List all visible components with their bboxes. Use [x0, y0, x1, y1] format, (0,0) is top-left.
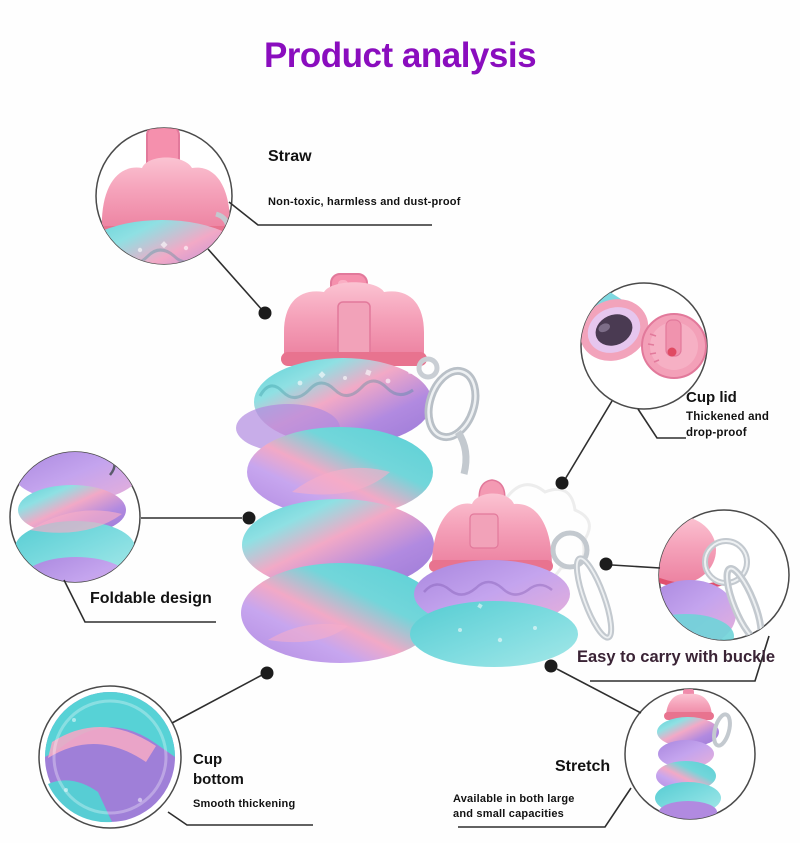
pink-streak	[268, 623, 348, 643]
buckle-label-line	[590, 635, 770, 682]
carry-buckle-label: Easy to carry with buckle	[577, 648, 776, 666]
foldable-inset	[9, 451, 141, 583]
cup-lid-label-line	[637, 408, 686, 439]
folded-sprinkles	[458, 603, 537, 643]
buckle-icon	[550, 530, 615, 641]
cup-lid-label: Cup lid	[686, 389, 737, 406]
cup-bottom-label: Cup bottom	[193, 751, 244, 789]
main-bottle-photo	[236, 273, 480, 663]
cup-bottom-pointer-line	[171, 674, 263, 724]
lid-latch	[337, 301, 371, 357]
cup-lid-pointer-line	[563, 400, 613, 482]
buckle-pointer-line	[611, 564, 661, 569]
body-ring-4	[241, 563, 439, 663]
straw-inset	[95, 127, 233, 265]
callout-dot	[260, 666, 274, 680]
sprinkle-stars	[297, 369, 412, 386]
stretch-label-line	[458, 787, 632, 828]
cup-bottom-label-line	[167, 811, 313, 826]
straw-pointer-line	[207, 248, 264, 312]
straw-description: Non-toxic, harmless and dust-proof	[268, 196, 461, 208]
callout-dot	[599, 557, 613, 571]
callout-lines	[63, 201, 770, 828]
buckle-inset	[658, 509, 790, 641]
cup-lid-description: Thickened and drop-proof	[686, 411, 770, 440]
carabiner-icon	[416, 356, 480, 475]
folded-frosting-wave	[423, 580, 553, 596]
cup-bottom-inset	[38, 685, 182, 829]
callout-dot	[242, 511, 256, 525]
stretch-label: Stretch	[555, 758, 611, 775]
foldable-design-label: Foldable design	[90, 590, 212, 607]
folded-lid-latch	[469, 513, 499, 549]
callout-dot	[258, 306, 272, 320]
stretch-pointer-line	[556, 668, 642, 714]
cup-bottom-description: Smooth thickening	[193, 798, 296, 810]
stretch-description: Available in both large and small capaci…	[453, 793, 575, 821]
frosting-wave	[258, 379, 414, 399]
straw-label-line	[228, 201, 432, 226]
callout-dot	[544, 659, 558, 673]
stretch-inset	[624, 688, 756, 820]
pink-streak	[292, 467, 390, 495]
straw-label: Straw	[268, 148, 312, 165]
folded-ring-2	[410, 601, 578, 667]
page-title: Product analysis	[263, 36, 537, 75]
foldable-label-line	[63, 579, 216, 623]
body-ring-3	[242, 499, 434, 591]
callout-dot	[555, 476, 569, 490]
folded-bottle-photo	[410, 479, 615, 667]
callout-dots	[242, 306, 613, 680]
